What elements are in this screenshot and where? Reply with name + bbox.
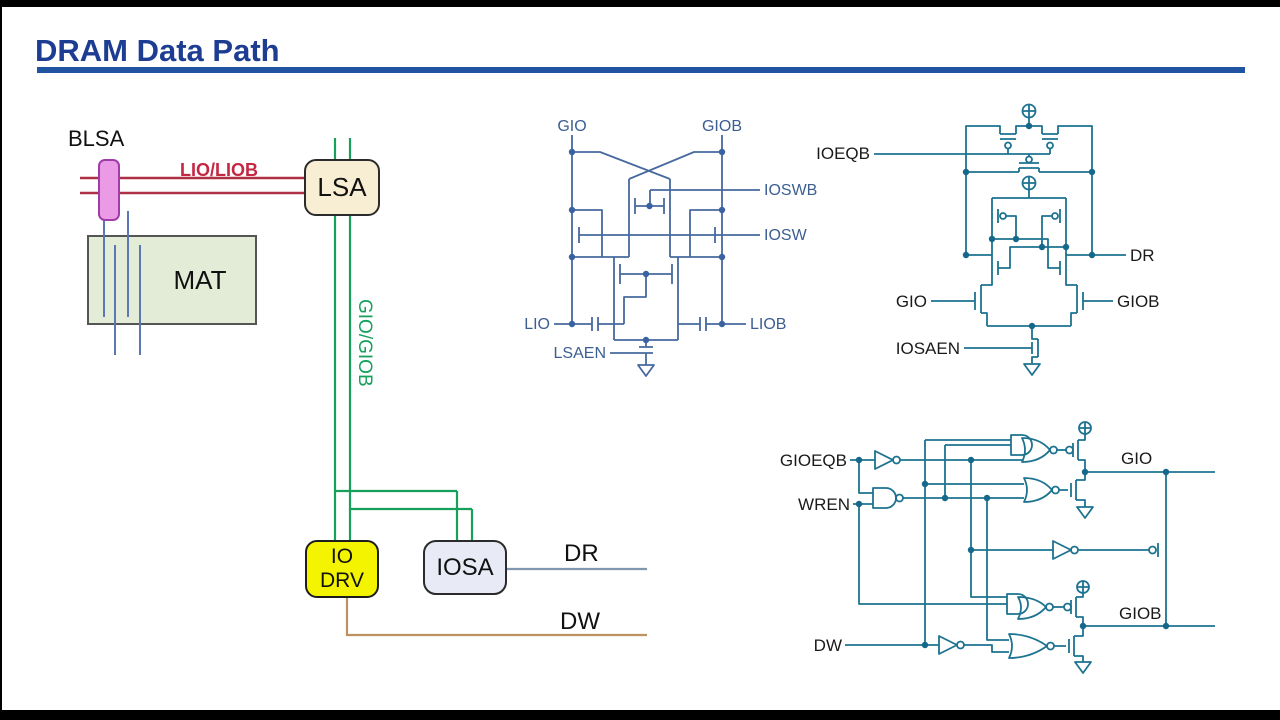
iosa-gio-label: GIO: [896, 292, 927, 311]
iodrv-giob-label: GIOB: [1119, 604, 1162, 623]
iodrv-label-line1: IO: [330, 545, 354, 569]
mat-label: MAT: [173, 264, 227, 295]
iosa-ioeqb-label: IOEQB: [816, 144, 870, 163]
lsa-gio-label: GIO: [557, 118, 586, 135]
lsa-giob-label: GIOB: [702, 118, 742, 135]
iosa-block: IOSA: [423, 540, 507, 595]
lsa-liob-label: LIOB: [750, 316, 786, 333]
slide-background: DRAM Data Path MAT LSA IO DRV: [2, 7, 1280, 710]
lsa-block: LSA: [304, 159, 380, 216]
iodrv-label-line2: DRV: [320, 569, 364, 592]
dw-label: DW: [560, 608, 600, 635]
iosa-giob-label: GIOB: [1117, 292, 1160, 311]
iodrv-block: IO DRV: [305, 540, 379, 598]
lsa-iosw-label: IOSW: [764, 227, 808, 244]
dw-line: [345, 598, 647, 637]
iodrv-gio-label: GIO: [1121, 449, 1152, 468]
gio-bus-lines: [333, 138, 474, 540]
iodrv-schematic: GIOEQB WREN DW GIO GIOB: [780, 421, 1215, 674]
iosa-dr-label: DR: [1130, 246, 1155, 265]
page-title: DRAM Data Path: [35, 33, 280, 68]
lsa-ioswb-label: IOSWB: [764, 182, 817, 199]
junction-dots: [962, 122, 1096, 330]
iosa-label: IOSA: [436, 553, 494, 581]
lsa-lsaen-label: LSAEN: [554, 345, 606, 362]
iosa-schematic: IOEQB DR GIO GIOB IOSAEN: [816, 103, 1160, 376]
bitlines: [103, 211, 141, 355]
lsa-label: LSA: [317, 172, 367, 202]
iodrv-wren-label: WREN: [798, 495, 850, 514]
title-underline: [37, 67, 1245, 73]
junction-dots: [568, 148, 726, 344]
blsa-label: BLSA: [68, 126, 125, 151]
dr-label: DR: [564, 540, 599, 567]
lsa-lio-label: LIO: [524, 316, 550, 333]
blsa-block: [98, 159, 120, 221]
gio-bus-label: GIO/GIOB: [354, 299, 375, 387]
block-diagram-wires: [80, 138, 647, 637]
junction-dots: [855, 456, 1170, 649]
lio-bus-label: LIO/LIOB: [180, 160, 258, 180]
iodrv-dw-label: DW: [814, 636, 842, 655]
iodrv-gioeqb-label: GIOEQB: [780, 451, 847, 470]
lsa-schematic: GIO GIOB IOSWB IOSW LIO LIOB LSAEN: [524, 118, 817, 377]
iosa-iosaen-label: IOSAEN: [896, 339, 960, 358]
